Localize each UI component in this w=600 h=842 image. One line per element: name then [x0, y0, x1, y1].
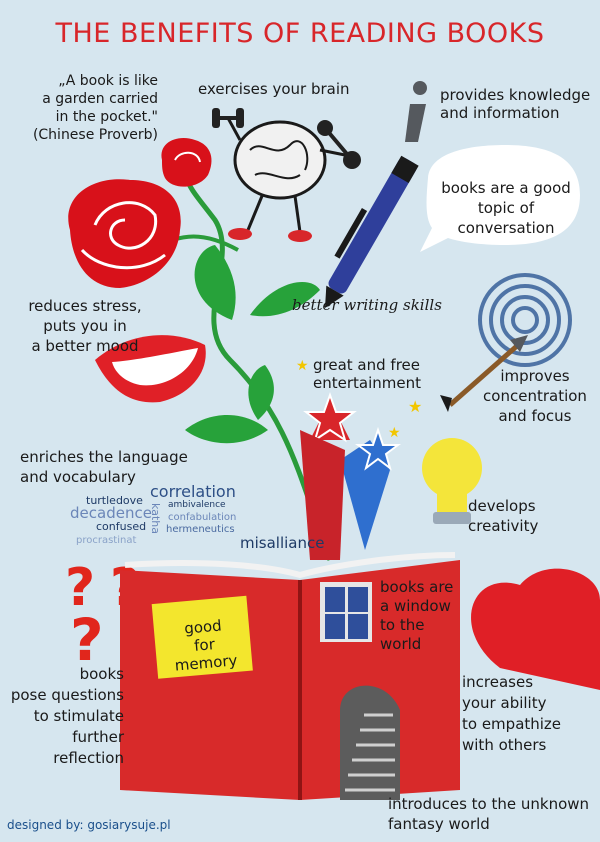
doorway-stairs	[340, 685, 400, 800]
cloud-word: turtledove	[86, 494, 143, 507]
cloud-word: ambivalence	[168, 500, 226, 510]
benefit-line: improves	[500, 367, 570, 385]
benefit-memory: good for memory	[160, 614, 249, 675]
benefit-line: develops	[468, 497, 536, 515]
rose-small	[161, 138, 212, 187]
arrow-icon	[440, 335, 528, 412]
benefit-line: your ability	[462, 694, 547, 712]
benefit-line: books are a good	[441, 179, 571, 197]
benefit-language: enriches the language and vocabulary	[20, 447, 188, 487]
benefit-entertainment: great and free entertainment	[313, 356, 421, 392]
benefit-empathy: increases your ability to empathize with…	[462, 672, 561, 756]
cloud-word: correlation	[150, 482, 236, 501]
benefit-stress: reduces stress, puts you in a better moo…	[20, 296, 150, 356]
benefit-line: pose questions	[10, 686, 124, 704]
benefit-line: creativity	[468, 517, 539, 535]
benefit-line: enriches the language	[20, 448, 188, 466]
benefit-line: books	[79, 665, 124, 683]
word-cloud: correlation turtledove ambivalence decad…	[68, 482, 324, 557]
benefit-line: and focus	[498, 407, 572, 425]
benefit-creativity: develops creativity	[468, 496, 538, 536]
svg-text:?: ?	[70, 606, 104, 674]
page-title: THE BENEFITS OF READING BOOKS	[55, 18, 545, 49]
svg-text:★: ★	[296, 358, 309, 374]
light-bulb-icon	[422, 438, 482, 524]
sticky-note	[151, 595, 253, 679]
quote-line: a garden carried	[42, 91, 158, 107]
benefit-line: puts you in	[43, 317, 127, 335]
benefit-line: a better mood	[31, 337, 139, 355]
stars-burst: ★ ★ ★	[296, 358, 422, 560]
cloud-word: misalliance	[240, 534, 325, 552]
benefit-line: topic of	[477, 199, 535, 217]
benefit-line: provides knowledge	[440, 86, 591, 104]
quote-line: in the pocket."	[55, 109, 158, 125]
benefit-questions: books pose questions to stimulate furthe…	[6, 664, 124, 769]
cloud-word: katha	[148, 503, 162, 534]
cloud-word: decadence	[70, 504, 152, 522]
cloud-word: procrastinat	[76, 535, 137, 546]
rose-large	[68, 179, 181, 288]
leaf	[248, 365, 274, 420]
benefit-concentration: improves concentration and focus	[480, 366, 590, 426]
target-icon	[478, 273, 572, 367]
flower-stem	[182, 174, 333, 561]
benefit-line: reflection	[53, 749, 124, 767]
benefit-writing: better writing skills	[292, 296, 442, 314]
benefit-line: concentration	[483, 387, 587, 405]
benefit-line: to empathize	[462, 715, 562, 733]
svg-text:?: ?	[65, 558, 95, 618]
pen-icon	[325, 155, 419, 308]
svg-text:★: ★	[388, 425, 401, 441]
benefit-line: increases	[462, 673, 534, 691]
brain-character	[212, 108, 361, 242]
cloud-word: confabulation	[168, 512, 237, 523]
benefit-line: books are	[380, 578, 454, 596]
cloud-word: hermeneutics	[166, 524, 235, 535]
leaf	[250, 282, 320, 317]
benefit-line: to the	[380, 616, 425, 634]
designer-credit: designed by: gosiarysuje.pl	[7, 818, 171, 832]
benefit-line: entertainment	[313, 374, 421, 392]
proverb-quote: „A book is like a garden carried in the …	[8, 72, 158, 144]
quote-line: „A book is like	[58, 73, 158, 89]
benefit-window: books are a window to the world	[380, 578, 453, 654]
benefit-line: fantasy world	[388, 815, 490, 833]
benefit-line: and information	[440, 104, 560, 122]
benefit-line: world	[380, 635, 422, 653]
benefit-line: and vocabulary	[20, 468, 136, 486]
benefit-line: further	[72, 728, 124, 746]
cloud-word: confused	[96, 520, 147, 533]
benefit-fantasy: introduces to the unknown fantasy world	[388, 794, 589, 834]
benefit-line: a window	[380, 597, 451, 615]
quote-line: (Chinese Proverb)	[32, 127, 158, 143]
smiling-lips	[95, 335, 206, 403]
speech-bubble	[420, 145, 580, 252]
heart-shape	[471, 568, 600, 690]
benefit-line: introduces to the unknown	[388, 795, 590, 813]
svg-text:★: ★	[408, 397, 422, 416]
benefit-line: great and free	[313, 356, 420, 374]
benefit-knowledge: provides knowledge and information	[440, 86, 590, 122]
benefit-brain: exercises your brain	[198, 80, 350, 98]
benefit-line: conversation	[457, 219, 555, 237]
info-icon	[405, 81, 427, 142]
open-book	[120, 552, 460, 800]
benefit-line: reduces stress,	[28, 297, 142, 315]
leaf	[185, 415, 268, 444]
leaf	[194, 245, 236, 320]
benefit-conversation: books are a good topic of conversation	[432, 178, 580, 238]
benefit-line: with others	[462, 736, 547, 754]
benefit-line: to stimulate	[33, 707, 124, 725]
